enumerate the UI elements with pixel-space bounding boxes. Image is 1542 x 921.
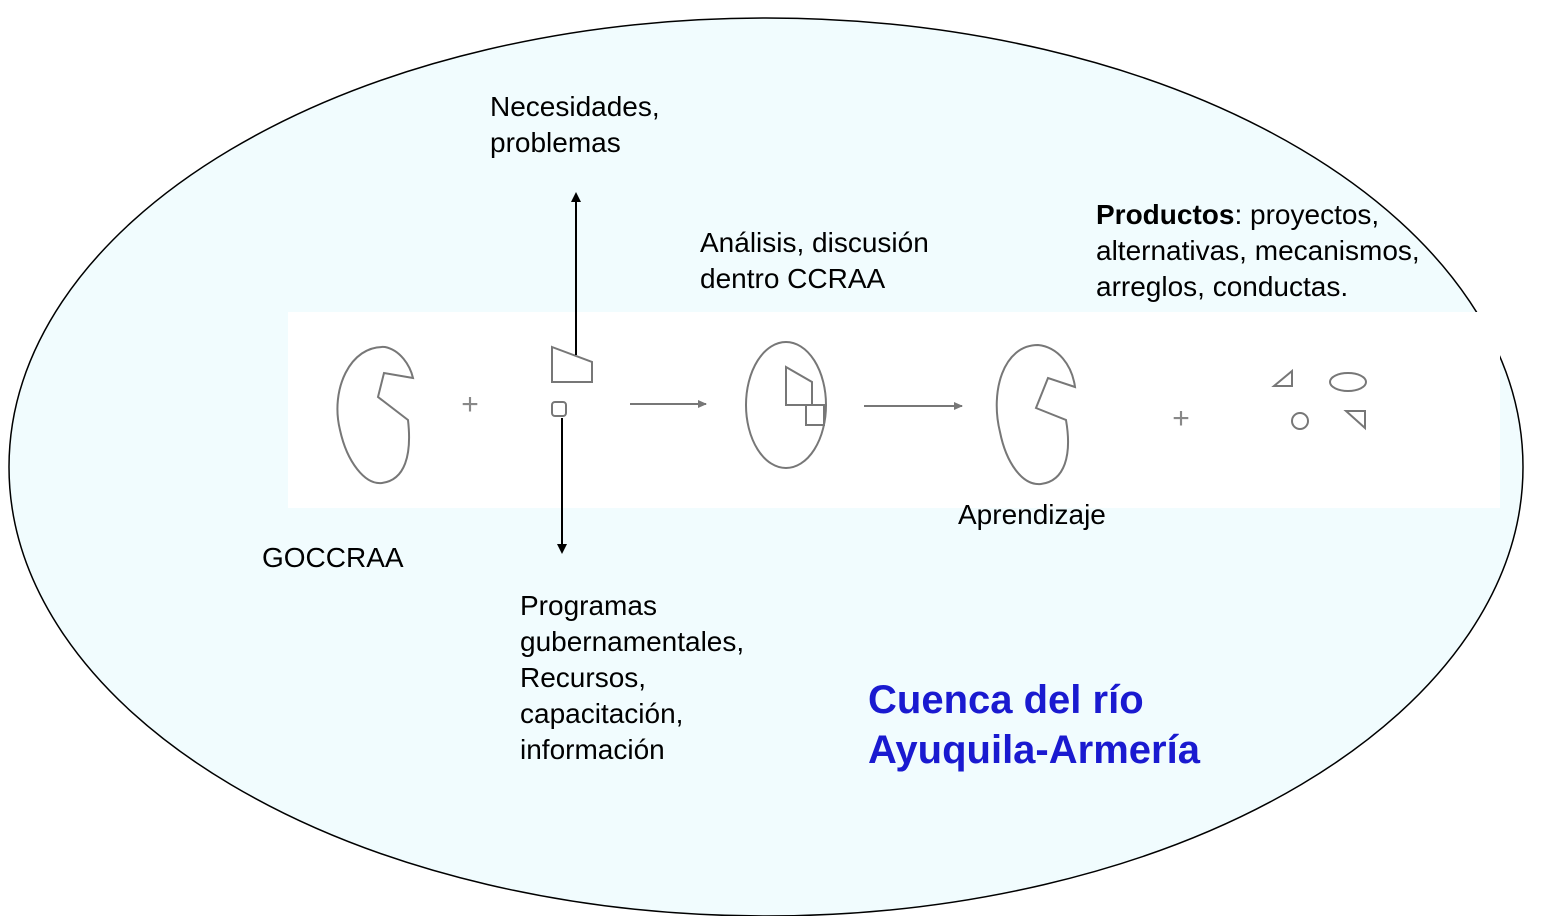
goccraa-shape <box>336 345 415 485</box>
label-learning: Aprendizaje <box>958 499 1106 530</box>
label-government-programs: Programas gubernamentales, Recursos, cap… <box>520 590 745 765</box>
product-circle <box>1291 412 1309 430</box>
learning-shape <box>995 343 1077 486</box>
products-heading: Productos <box>1096 199 1235 230</box>
product-triangle-2 <box>1343 410 1366 431</box>
products-line-3: arreglos, conductas. <box>1096 271 1349 302</box>
process-panel <box>288 312 1500 508</box>
programs-square-shape <box>551 401 567 417</box>
products-line-1-rest: : proyectos, <box>1234 199 1380 230</box>
label-products: Productos: proyectos, alternativas, meca… <box>1096 197 1420 305</box>
plus-sign-1: + <box>461 388 479 421</box>
plus-sign-2: + <box>1172 402 1190 435</box>
products-line-1: Productos: proyectos, <box>1096 197 1420 233</box>
basin-title: Cuenca del río Ayuquila-Armería <box>868 678 1200 772</box>
product-triangle-1 <box>1271 368 1293 387</box>
analysis-inner-square <box>805 404 825 426</box>
label-needs-problems: Necesidades, problemas <box>490 91 660 158</box>
products-line-2: alternativas, mecanismos, <box>1096 235 1420 266</box>
analysis-oval-shape <box>745 341 827 469</box>
needs-trapezoid-shape <box>551 345 593 383</box>
label-goccraa: GOCCRAA <box>262 542 404 573</box>
product-ellipse <box>1329 372 1367 392</box>
label-analysis-discussion: Análisis, discusión dentro CCRAA <box>700 227 929 294</box>
